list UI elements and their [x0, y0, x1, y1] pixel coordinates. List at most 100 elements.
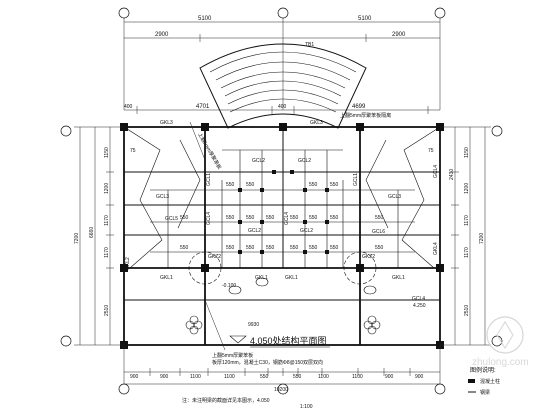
- label-gcl3-l: GCL3: [156, 194, 169, 200]
- spacing-r2-2: 550: [246, 215, 255, 221]
- axis-bubbles: [60, 7, 503, 395]
- dim-top-third-2: 4701: [196, 104, 210, 110]
- canopy: TB1 上翻5mm厚聚苯板隔离: [199, 42, 391, 129]
- label-gkl3-tl: GKL3: [160, 120, 173, 126]
- bottom-dimensions: 900 900 1100 1100 550 550 1100 1100 900 …: [123, 345, 441, 393]
- spacing-r2-7: 550: [375, 215, 384, 221]
- spacing-r2-0: 550: [180, 215, 189, 221]
- note-slab-prefix: 上翻5mm厚聚苯板: [212, 352, 253, 359]
- watermark: zhulong.com: [472, 316, 529, 368]
- spacing-r3-4: 550: [290, 245, 299, 251]
- label-gcl6: GCL6: [372, 229, 385, 235]
- right-dimensions: 1150 1200 1170 1170 2510 2430 7200: [440, 126, 491, 346]
- dim-left-0: 1150: [104, 147, 110, 158]
- spacing-r2-3: 550: [266, 215, 275, 221]
- dim-top-third-1: 400: [124, 104, 133, 110]
- label-gcl1-l: GCL1: [206, 173, 212, 186]
- spacing-r1-0: 550: [226, 182, 235, 188]
- watermark-text: zhulong.com: [472, 357, 529, 368]
- axis-bubble-top-1: [118, 7, 130, 19]
- dim-left-2: 1170: [104, 215, 110, 226]
- dim-75-left: 75: [130, 148, 136, 154]
- label-gcl4-d: GCL4: [412, 296, 425, 302]
- dim-bottom-4: 550: [260, 374, 269, 380]
- dim-75-right: 75: [428, 148, 434, 154]
- dim-bottom-3: 1100: [224, 374, 235, 380]
- drain-left: [185, 315, 203, 335]
- dim-right-overall: 7200: [479, 233, 485, 244]
- axis-bubble-left-1: [60, 125, 72, 137]
- left-dimensions: 1150 1200 1170 1170 2510 6660 7200: [74, 126, 124, 346]
- axis-bubble-bottom-3: [434, 383, 446, 395]
- spacing-r3-2: 550: [246, 245, 255, 251]
- dim-right-3: 1170: [464, 247, 470, 258]
- spacing-r3-3: 550: [266, 245, 275, 251]
- label-gcl2-a: GCL2: [252, 158, 265, 164]
- note-slab: 板厚120mm，混凝土C30，钢筋Φ8@150双层双向: [212, 359, 323, 366]
- dim-left-1: 1200: [104, 183, 110, 194]
- top-dimensions: 5100 5100 2900 2900 400 4701 400 4699: [123, 16, 441, 114]
- dim-right-2: 1170: [464, 215, 470, 226]
- annotations: 75 75 9930 4.250 -0.100 上翻5mm厚聚苯板 上翻5mm厚…: [130, 121, 434, 366]
- column-tm-r: [356, 123, 364, 131]
- label-gcl4-b: GCL4: [284, 212, 290, 225]
- dim-left-3: 1170: [104, 247, 110, 258]
- label-gcl2-d: GCL2: [300, 228, 313, 234]
- spacing-r3-1: 550: [226, 245, 235, 251]
- bottom-note: 注：未注明梁的截面详见本图示，4.050: [182, 397, 270, 404]
- drawing-title: 4.050处结构平面图: [250, 335, 327, 346]
- label-gcl4-a: GCL4: [206, 212, 212, 225]
- spacing-r3-6: 550: [330, 245, 339, 251]
- label-gcl1-r: GCL1: [353, 173, 359, 186]
- dim-bottom-8: 900: [385, 374, 394, 380]
- columns: [120, 123, 444, 349]
- label-gkl3-tr: GKL3: [310, 120, 323, 126]
- drawing-scale: 1:100: [300, 404, 313, 410]
- dim-right-0: 1150: [464, 147, 470, 158]
- spacing-r1-1: 550: [246, 182, 255, 188]
- legend-item-2: 钢梁: [480, 389, 490, 396]
- elev-left: -0.100: [222, 283, 236, 289]
- openings: [185, 251, 381, 335]
- spacing-r2-6: 550: [330, 215, 339, 221]
- dim-bottom-1: 900: [160, 374, 169, 380]
- dim-top-third-4: 4699: [352, 104, 366, 110]
- dim-9930: 9930: [248, 322, 259, 328]
- axis-bubble-top-3: [434, 7, 446, 19]
- spacing-r3-7: 550: [375, 245, 384, 251]
- spacing-r2-4: 550: [290, 215, 299, 221]
- spacing-labels: 550 550 550 550 550 550 550 550 550 550 …: [180, 182, 384, 251]
- label-gcl4-c: GCL4: [433, 165, 439, 178]
- dim-top-third-3: 400: [278, 104, 287, 110]
- dim-left-mid: 6660: [89, 227, 95, 238]
- beam-labels: GKL3 GKL3 GCL3 GCL3 GCL5 GCL6 GCL2 GCL2 …: [156, 120, 425, 302]
- label-gkz2-l: GKZ2: [208, 254, 221, 260]
- axis-bubble-bottom-1: [118, 383, 130, 395]
- spacing-r1-3: 550: [330, 182, 339, 188]
- dim-bottom-5: 550: [293, 374, 302, 380]
- column-tm-l: [201, 123, 209, 131]
- note-top: 上翻5mm厚聚苯板隔离: [340, 112, 391, 119]
- column-tm-c: [279, 123, 287, 131]
- beam-labels-vertical: GCL1 GCL1 GCL4 GCL4 GCL4 GKL2 GKL4: [125, 165, 439, 270]
- axis-bubble-left-2: [60, 335, 72, 347]
- spacing-r1-2: 550: [309, 182, 318, 188]
- column-ml: [120, 264, 128, 272]
- dim-top-overall-2: 5100: [358, 16, 372, 22]
- dim-right-1: 1200: [464, 183, 470, 194]
- spacing-r2-5: 550: [309, 215, 318, 221]
- label-gcl3-r: GCL3: [388, 194, 401, 200]
- label-gkl1-d: GKL1: [392, 275, 405, 281]
- label-gcl2-b: GCL2: [298, 158, 311, 164]
- dim-bottom-6: 1100: [318, 374, 329, 380]
- elev-right: 4.250: [413, 303, 426, 309]
- note-left: 上翻5mm厚聚苯板: [196, 132, 223, 171]
- drain-right: [363, 315, 381, 335]
- dim-top-second-2: 2900: [392, 32, 406, 38]
- legend-swatch-1: [468, 379, 475, 383]
- label-gcl5: GCL5: [165, 216, 178, 222]
- dim-top-second-1: 2900: [155, 32, 169, 38]
- label-tb1: TB1: [305, 42, 314, 48]
